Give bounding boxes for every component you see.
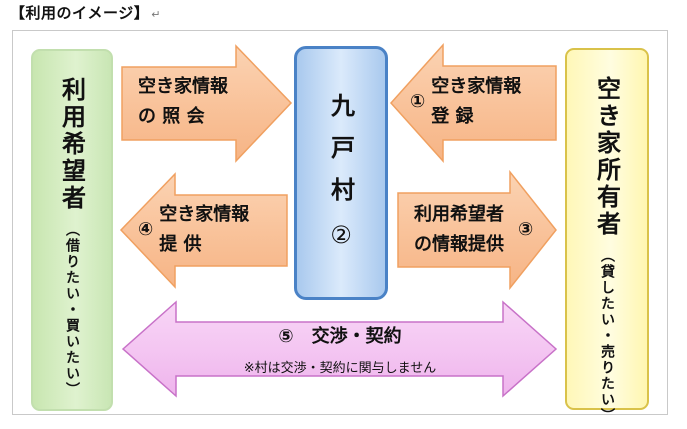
provide-house-number: ④: [138, 219, 154, 240]
registration-line2: 登 録: [431, 106, 474, 127]
village-box-number: ②: [330, 221, 352, 249]
owner-box-subtitle: （貸したい・売りたい）: [599, 248, 615, 424]
negotiation-arrow: [121, 300, 558, 398]
provide-house-line1: 空き家情報: [159, 204, 250, 225]
user-box: 利用希望者 （借りたい・買いたい）: [31, 49, 113, 411]
inquiry-line1: 空き家情報: [138, 76, 228, 97]
registration-line1: 空き家情報: [431, 76, 522, 97]
provide-user-arrow-label: 利用希望者 の情報提供 ③: [414, 200, 554, 260]
user-box-subtitle: （借りたい・買いたい）: [64, 222, 80, 398]
owner-box-title: 空き家所有者: [592, 76, 621, 238]
village-box: 九戸村 ②: [294, 46, 388, 300]
inquiry-line2: の 照 会: [138, 106, 205, 127]
inquiry-arrow-label: 空き家情報 の 照 会: [138, 72, 234, 132]
registration-number: ①: [410, 91, 426, 112]
village-box-title: 九戸村: [326, 93, 355, 219]
inquiry-arrow: [121, 44, 293, 163]
provide-user-number: ③: [518, 219, 534, 240]
return-arrow-icon: ↵: [151, 8, 161, 21]
diagram-frame: [12, 30, 668, 415]
provide-user-arrow: [397, 169, 557, 291]
provide-user-line2: の情報提供: [414, 234, 504, 255]
provide-house-arrow: [119, 172, 288, 289]
negotiation-label: ⑤ 交渉・契約: [278, 326, 402, 347]
owner-box: 空き家所有者 （貸したい・売りたい）: [565, 48, 649, 424]
registration-arrow: [389, 43, 557, 163]
user-box-title: 利用希望者: [57, 77, 86, 212]
provide-house-line2: 提 供: [159, 234, 202, 255]
provide-user-line1: 利用希望者: [414, 204, 504, 225]
negotiation-note: ※村は交渉・契約に関与しません: [243, 361, 437, 376]
diagram-title: 【利用のイメージ】↵: [10, 4, 161, 22]
provide-house-arrow-label: ④ 空き家情報 提 供: [138, 200, 278, 260]
registration-arrow-label: ① 空き家情報 登 録: [410, 72, 550, 132]
